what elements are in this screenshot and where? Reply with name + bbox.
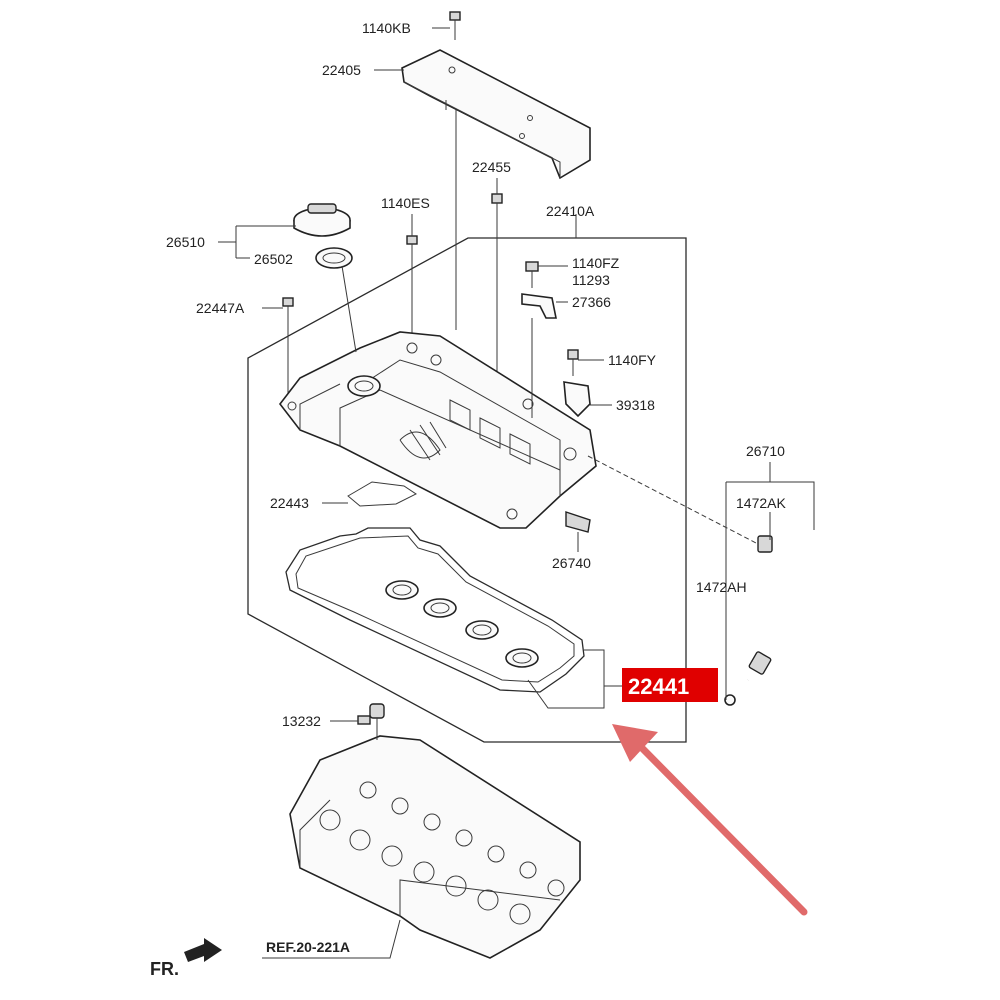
label-22455: 22455 <box>472 159 511 175</box>
label-22443: 22443 <box>270 495 309 511</box>
label-1472AK: 1472AK <box>736 495 786 511</box>
breather-hose-26710 <box>724 535 829 706</box>
sensor-39318 <box>563 381 591 418</box>
label-22410A: 22410A <box>546 203 595 219</box>
engine-cover-22405 <box>401 49 591 180</box>
highlight-box <box>622 668 718 702</box>
pointer-arrow <box>612 724 808 916</box>
label-26502: 26502 <box>254 251 293 267</box>
gasket-22443 <box>347 481 417 507</box>
label-11293: 11293 <box>572 272 610 288</box>
bracket-27366 <box>521 293 557 319</box>
label-1472AH: 1472AH <box>696 579 747 595</box>
plug-13232 <box>357 703 385 740</box>
rocker-cover-body <box>278 331 597 529</box>
label-27366: 27366 <box>572 294 611 310</box>
spark-plug-seals <box>385 580 539 668</box>
rocker-cover-gasket-22441 <box>285 527 585 693</box>
label-22405: 22405 <box>322 62 361 78</box>
label-1140KB: 1140KB <box>362 20 411 36</box>
front-direction-indicator: FR. <box>150 938 222 979</box>
pcv-valve-26740 <box>565 511 591 548</box>
bolt-1140KB <box>449 11 461 40</box>
bolt-1140FY <box>567 349 579 376</box>
ref-label: REF.20-221A <box>266 939 350 955</box>
oil-filler-cap-26510 <box>293 203 351 237</box>
label-22441: 22441 <box>628 674 689 699</box>
highlight-22441[interactable]: 22441 <box>622 668 718 702</box>
leader-lines <box>218 27 815 959</box>
bolt-1140ES <box>406 235 418 338</box>
label-26510: 26510 <box>166 234 205 250</box>
fr-label: FR. <box>150 959 179 979</box>
label-1140FY: 1140FY <box>608 352 657 368</box>
head-ports <box>319 781 565 925</box>
bolt-1140FZ <box>525 261 539 288</box>
front-arrow-icon <box>184 938 222 962</box>
label-1140ES: 1140ES <box>381 195 430 211</box>
label-1140FZ: 1140FZ <box>572 255 620 271</box>
label-39318: 39318 <box>616 397 655 413</box>
label-13232: 13232 <box>282 713 321 729</box>
label-26710: 26710 <box>746 443 785 459</box>
label-26740: 26740 <box>552 555 591 571</box>
cylinder-head <box>289 735 581 959</box>
part-labels: 1140KB 22405 22455 1140ES 22410A 26510 2… <box>166 20 786 729</box>
bolt-22447A <box>282 297 294 394</box>
label-22447A: 22447A <box>196 300 245 316</box>
oil-cap-seal-26502 <box>315 247 353 269</box>
assembly-frame-22410A <box>247 237 687 743</box>
